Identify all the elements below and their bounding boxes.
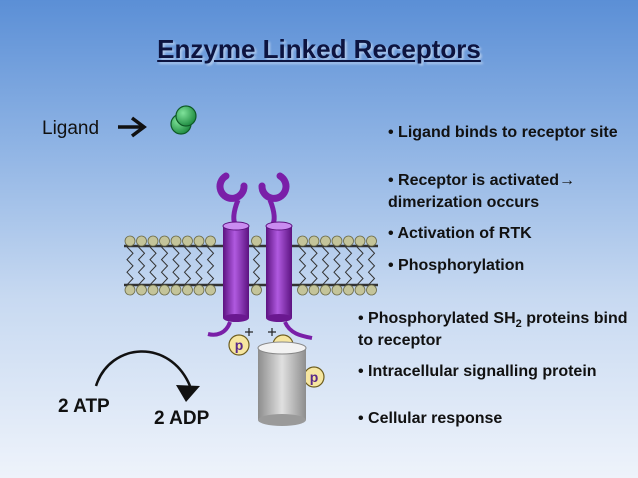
receptor-binding-site-right	[258, 172, 290, 228]
lipid-tail	[252, 246, 261, 286]
lipid-tail	[137, 246, 146, 286]
lipid-head	[124, 284, 136, 296]
lipid-head	[308, 235, 320, 247]
step-rtk-activation: • Activation of RTK	[388, 225, 532, 242]
lipid-head	[170, 235, 182, 247]
phosphate-icon: p	[303, 366, 325, 388]
lipid-head	[354, 284, 366, 296]
lipid-head	[331, 284, 343, 296]
ligand-label: Ligand	[42, 118, 100, 139]
lipid-tail	[195, 246, 203, 286]
lipid-head	[354, 235, 366, 247]
step-dimerization: • Receptor is activated→ dimerization oc…	[388, 172, 575, 211]
lipid-tail	[321, 246, 330, 286]
lipid-head	[136, 235, 147, 247]
step-intracellular-signalling: • Intracellular signalling protein	[358, 363, 597, 380]
page-title: Enzyme Linked Receptors	[157, 34, 481, 64]
lipid-head	[308, 284, 320, 296]
lipid-head	[366, 284, 377, 296]
cell-membrane	[124, 235, 378, 296]
lipid-tail	[333, 246, 341, 286]
lipid-tail	[206, 246, 215, 286]
lipid-head	[331, 235, 343, 247]
lipid-head	[182, 284, 193, 296]
activation-mark-icon	[245, 328, 276, 336]
svg-text:p: p	[235, 337, 244, 353]
phosphate-icon: p	[228, 334, 250, 356]
step-sh2-binding: • Phosphorylated SH2 proteins bind to re…	[358, 310, 628, 349]
lipid-tail	[310, 246, 318, 286]
step-cellular-response: • Cellular response	[358, 410, 503, 427]
lipid-head	[205, 284, 216, 296]
lipid-tail	[160, 246, 169, 286]
svg-text:p: p	[310, 369, 319, 385]
receptor-binding-site-left	[216, 172, 248, 228]
lipid-tail	[367, 246, 376, 286]
lipid-head	[251, 284, 262, 296]
step-phosphorylation: • Phosphorylation	[388, 257, 525, 274]
receptor-left	[222, 221, 250, 322]
lipid-head	[136, 284, 147, 296]
atp-adp-arrow-icon	[94, 350, 200, 402]
lipid-head	[366, 235, 377, 247]
lipid-head	[320, 284, 331, 296]
lipid-head	[182, 235, 193, 247]
adp-label: 2 ADP	[154, 408, 210, 429]
lipid-tail	[356, 246, 364, 286]
lipid-head	[297, 235, 308, 247]
lipid-head	[251, 235, 262, 247]
lipid-head	[159, 284, 170, 296]
lipid-tail	[126, 246, 134, 286]
lipid-head	[297, 284, 308, 296]
lipid-head	[205, 235, 216, 247]
lipid-head	[320, 235, 331, 247]
lipid-head	[159, 235, 170, 247]
lipid-tail	[344, 246, 353, 286]
receptor-tail-right	[283, 321, 313, 340]
lipid-head	[193, 284, 205, 296]
lipid-tail	[149, 246, 157, 286]
lipid-head	[147, 284, 159, 296]
lipid-head	[193, 235, 205, 247]
lipid-head	[343, 284, 354, 296]
lipid-head	[124, 235, 136, 247]
lipid-head	[343, 235, 354, 247]
receptor-right	[265, 221, 293, 322]
ligand-arrow-icon	[118, 116, 147, 138]
lipid-tail	[183, 246, 192, 286]
lipid-tail	[172, 246, 180, 286]
lipid-head	[147, 235, 159, 247]
receptor-tail-left	[207, 321, 232, 337]
signalling-protein	[257, 341, 307, 426]
step-ligand-binds: • Ligand binds to receptor site	[388, 124, 618, 141]
lipid-head	[170, 284, 182, 296]
lipid-tail	[298, 246, 307, 286]
atp-label: 2 ATP	[58, 396, 110, 417]
ligand-icon	[170, 105, 197, 135]
